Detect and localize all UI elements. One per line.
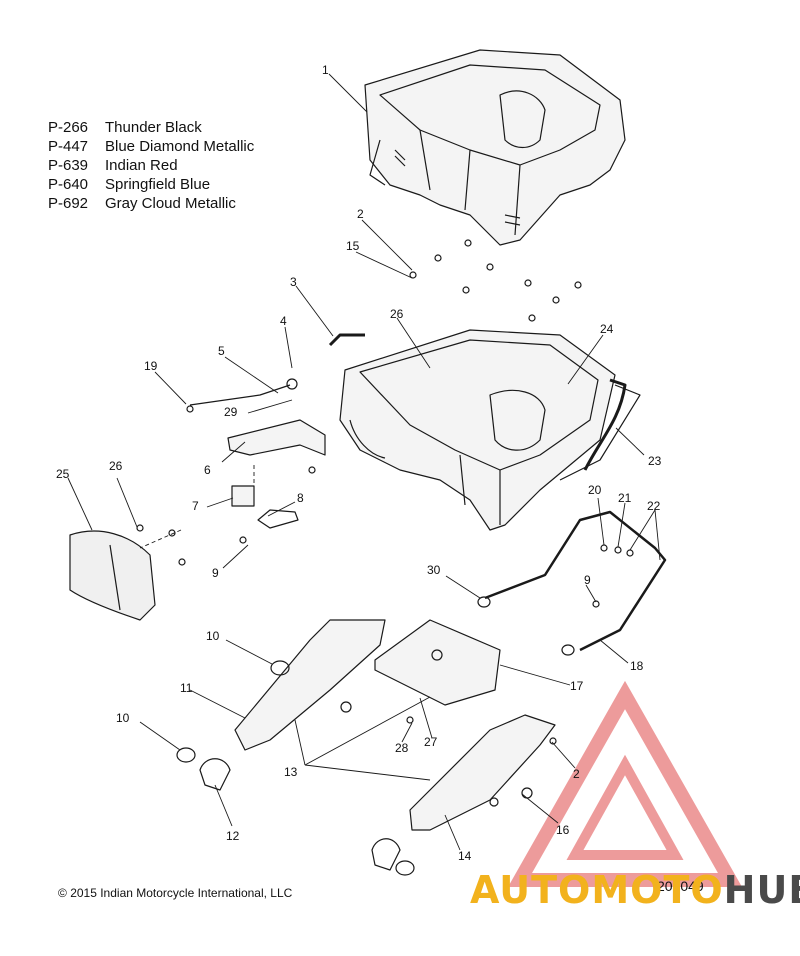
- watermark-text: AUTOMOTOHUB: [470, 868, 800, 912]
- callout-27: 27: [424, 735, 438, 749]
- clamp-left: [199, 758, 231, 791]
- copyright-icon: ©: [58, 886, 67, 900]
- left-mount-bracket: [234, 619, 386, 751]
- copyright-notice: © 2015 Indian Motorcycle International, …: [58, 886, 292, 900]
- callout-2: 2: [357, 207, 364, 221]
- callout-16: 16: [556, 823, 570, 837]
- callout-6: 6: [204, 463, 211, 477]
- callout-19: 19: [144, 359, 158, 373]
- callout-28: 28: [395, 741, 409, 755]
- callout-4: 4: [280, 314, 287, 328]
- bushing-right: [395, 860, 415, 876]
- legend-name: Blue Diamond Metallic: [105, 138, 255, 155]
- legend-name: Thunder Black: [105, 119, 202, 136]
- callout-21: 21: [618, 491, 632, 505]
- callout-25: 25: [56, 467, 70, 481]
- callout-11: 11: [180, 681, 193, 695]
- callout-17: 17: [570, 679, 584, 693]
- legend-code: P-639: [48, 157, 89, 174]
- paint-color-legend: P-266 Thunder Black P-447 Blue Diamond Met…: [48, 118, 254, 213]
- callout-5: 5: [218, 344, 225, 358]
- callout-10: 10: [206, 629, 220, 643]
- legend-name: Indian Red: [105, 157, 178, 174]
- legend-code: P-640: [48, 176, 89, 193]
- callout-22: 22: [647, 499, 661, 513]
- spacer-rail: [561, 644, 575, 656]
- bushing-lower: [176, 747, 196, 763]
- legend-row: P-640 Springfield Blue: [48, 175, 254, 194]
- spacer-30: [477, 596, 491, 608]
- callout-18: 18: [630, 659, 644, 673]
- clamp-right: [371, 838, 401, 871]
- callout-9: 9: [584, 573, 591, 587]
- callout-20: 20: [588, 483, 602, 497]
- callout-15: 15: [346, 239, 360, 253]
- callout-1: 1: [322, 63, 329, 77]
- trunk-lid: [364, 49, 626, 246]
- legend-code: P-266: [48, 119, 89, 136]
- support-rail: [484, 510, 667, 652]
- callout-29: 29: [224, 405, 238, 419]
- callout-12: 12: [226, 829, 240, 843]
- hinge-plate: [231, 485, 255, 507]
- callout-24: 24: [600, 322, 614, 336]
- callout-10: 10: [116, 711, 130, 725]
- trim-strip: [583, 378, 627, 471]
- watermark-part-1: AUTOMOTO: [470, 868, 724, 912]
- mounting-plate: [374, 619, 501, 706]
- drawing-number: 200049: [657, 878, 704, 894]
- seal-strip: [328, 333, 365, 347]
- legend-code: P-447: [48, 138, 89, 155]
- legend-row: P-639 Indian Red: [48, 156, 254, 175]
- hinge-bracket: [227, 419, 326, 456]
- callout-23: 23: [648, 454, 662, 468]
- callout-14: 14: [458, 849, 472, 863]
- leader-lines: [67, 73, 661, 851]
- callout-30: 30: [427, 563, 441, 577]
- trunk-base: [339, 329, 641, 531]
- callout-13: 13: [284, 765, 298, 779]
- callout-2: 2: [573, 767, 580, 781]
- watermark-part-2: HUB: [723, 868, 800, 912]
- legend-row: P-692 Gray Cloud Metallic: [48, 194, 254, 213]
- callout-3: 3: [290, 275, 297, 289]
- right-mount-bracket: [409, 714, 556, 831]
- cable-end: [286, 378, 298, 390]
- callout-26: 26: [390, 307, 404, 321]
- legend-code: P-692: [48, 195, 89, 212]
- callout-9: 9: [212, 566, 219, 580]
- callout-8: 8: [297, 491, 304, 505]
- legend-name: Gray Cloud Metallic: [105, 195, 236, 212]
- bushing-upper: [270, 660, 290, 676]
- callout-7: 7: [192, 499, 199, 513]
- callout-26: 26: [109, 459, 123, 473]
- watermark-logo-icon: [507, 680, 743, 887]
- legend-row: P-447 Blue Diamond Metallic: [48, 137, 254, 156]
- legend-name: Springfield Blue: [105, 176, 211, 193]
- legend-row: P-266 Thunder Black: [48, 118, 254, 137]
- copyright-text: 2015 Indian Motorcycle International, LL…: [70, 886, 293, 900]
- release-cable: [189, 384, 291, 406]
- latch: [257, 509, 299, 529]
- side-pad: [69, 530, 156, 621]
